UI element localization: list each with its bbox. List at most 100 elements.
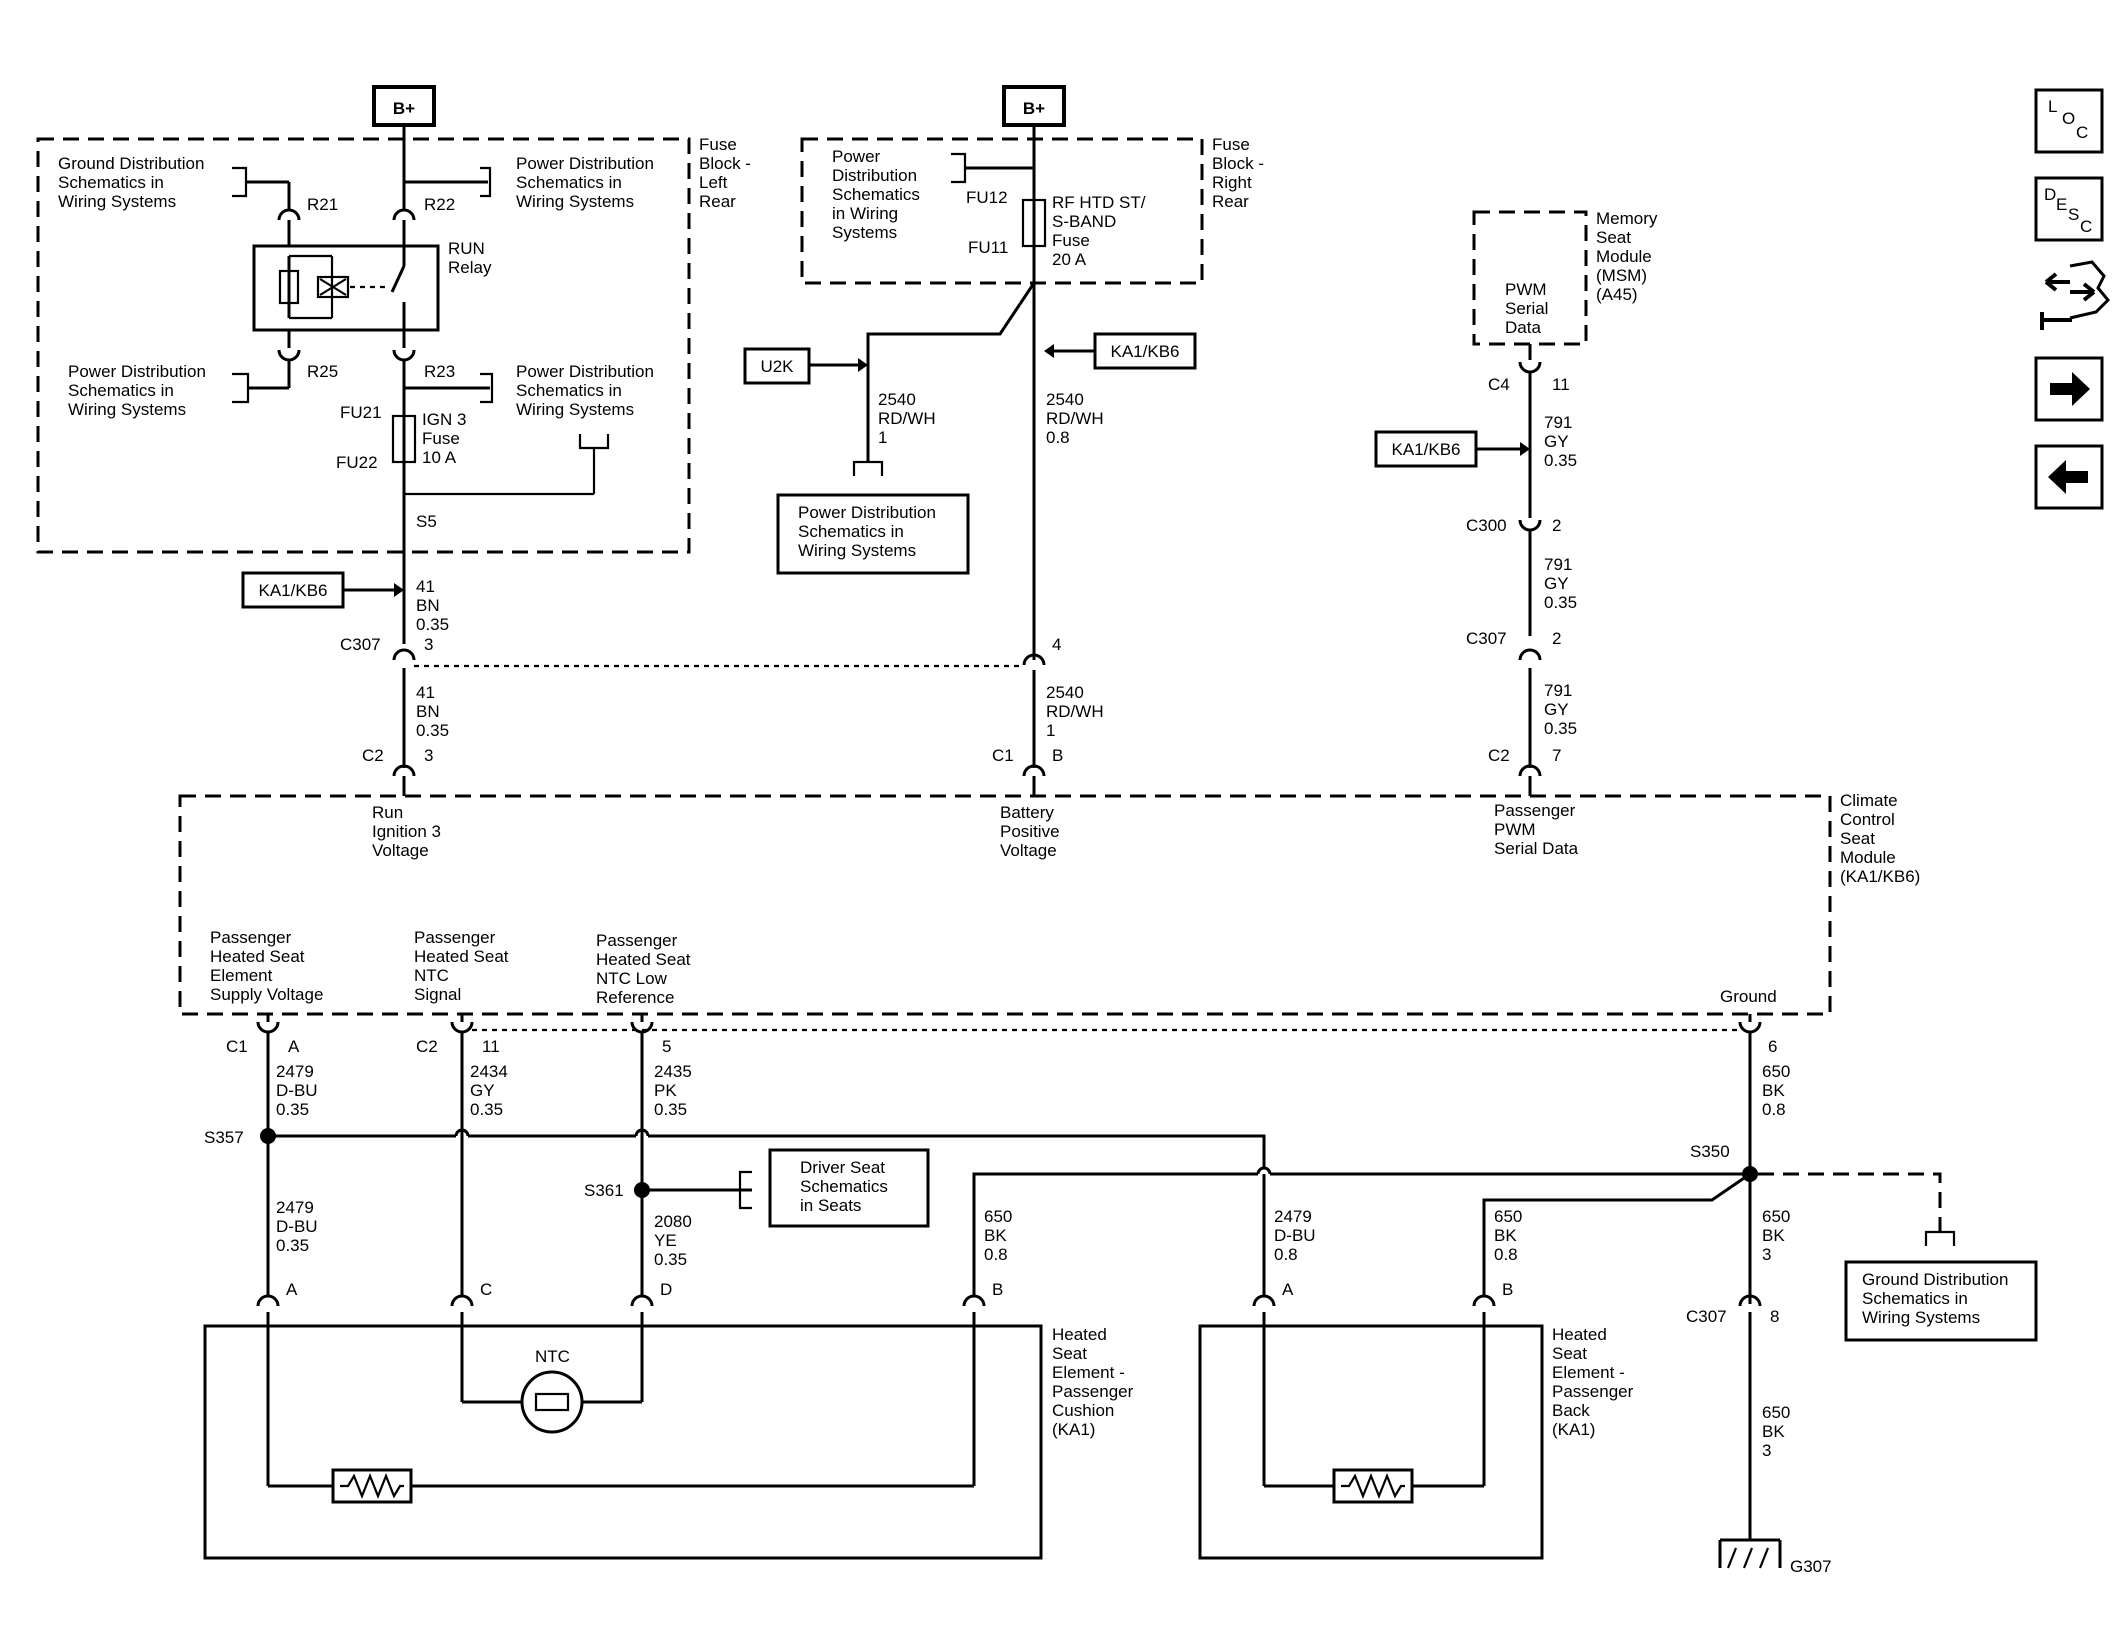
- arrow-right-icon: [2050, 372, 2090, 406]
- nav-next-button[interactable]: [2034, 356, 2104, 422]
- connector-c300: C300: [1466, 516, 1507, 535]
- ground-dist-bottom-box: [1844, 1260, 2038, 1342]
- connector-r23: R23: [424, 362, 455, 381]
- msm-pin-label: PWM Serial Data: [1505, 280, 1553, 337]
- battery-positive-right: B+: [1023, 99, 1045, 118]
- nav-desc-button[interactable]: D E S C: [2034, 176, 2104, 242]
- connector-c307-right: C307: [1466, 629, 1507, 648]
- svg-text:4: 4: [1052, 635, 1061, 654]
- wire-2540-main: 2540 RD/WH 0.8: [1046, 390, 1108, 447]
- nav-loc-button[interactable]: L O C: [2034, 88, 2104, 154]
- ign3-fuse-label: IGN 3 Fuse 10 A: [422, 410, 471, 467]
- wire-650-back: 650 BK 0.8: [1494, 1207, 1527, 1264]
- wire-650-upper: 650 BK 0.8: [1762, 1062, 1795, 1119]
- connector-c1-bottom: C1: [226, 1037, 248, 1056]
- power-dist-right-label: Power Distribution Schematics in Wiring …: [516, 362, 659, 419]
- wire-650-ground: 650 BK 3: [1762, 1207, 1795, 1264]
- svg-text:B: B: [1052, 746, 1063, 765]
- pin-ntc-low-ref: Passenger Heated Seat NTC Low Reference: [596, 931, 695, 1007]
- svg-text:O: O: [2062, 109, 2075, 128]
- power-dist-fuse-right-label: Power Distribution Schematics in Wiring …: [832, 147, 925, 242]
- memory-seat-module: Memory Seat Module (MSM) (A45) PWM Seria…: [1472, 209, 1662, 346]
- connector-r22: R22: [424, 195, 455, 214]
- climate-control-seat-module: Climate Control Seat Module (KA1/KB6) Ru…: [178, 791, 1920, 1016]
- connector-r21-mark: [277, 208, 301, 221]
- connector-r22-mark: [392, 208, 416, 221]
- heated-seat-element-back: Heated Seat Element - Passenger Back (KA…: [1198, 1312, 1638, 1560]
- svg-text:7: 7: [1552, 746, 1561, 765]
- pin-passenger-pwm: Passenger PWM Serial Data: [1494, 801, 1580, 858]
- driver-seat-label: Driver Seat Schematics in Seats: [800, 1158, 893, 1215]
- svg-text:E: E: [2056, 195, 2067, 214]
- fuse-fu21: FU21: [340, 403, 382, 422]
- svg-text:KA1/KB6: KA1/KB6: [1392, 440, 1461, 459]
- svg-text:A: A: [1282, 1280, 1294, 1299]
- connector-c307-top: C307: [340, 635, 381, 654]
- heater-element-back: [1332, 1468, 1414, 1504]
- wire-2540-lower: 2540 RD/WH 1: [1046, 683, 1108, 740]
- connector-c2-top: C2: [362, 746, 384, 765]
- pin-ground: Ground: [1720, 987, 1777, 1006]
- wire-2479-lower: 2479 D-BU 0.35: [276, 1198, 322, 1255]
- ntc-label: NTC: [535, 1347, 570, 1366]
- splice-s361: S361: [584, 1181, 624, 1200]
- svg-text:3: 3: [424, 746, 433, 765]
- pin-ntc-signal: Passenger Heated Seat NTC Signal: [414, 928, 513, 1004]
- ground-dist-bottom-label: Ground Distribution Schematics in Wiring…: [1862, 1270, 2013, 1327]
- splice-s357: S357: [204, 1128, 244, 1147]
- nav-connector-view-icon[interactable]: [2040, 260, 2111, 330]
- wire-791-a: 791 GY 0.35: [1544, 413, 1577, 470]
- connector-c2-right: C2: [1488, 746, 1510, 765]
- svg-text:U2K: U2K: [760, 357, 794, 376]
- power-dist-top-label: Power Distribution Schematics in Wiring …: [516, 154, 659, 211]
- connector-c4: C4: [1488, 375, 1510, 394]
- ccsm-label: Climate Control Seat Module (KA1/KB6): [1840, 791, 1920, 886]
- svg-text:L: L: [2048, 97, 2057, 116]
- msm-label: Memory Seat Module (MSM) (A45): [1596, 209, 1662, 304]
- wire-41-upper: 41 BN 0.35: [416, 577, 449, 634]
- wire-650-bottom: 650 BK 3: [1762, 1403, 1795, 1460]
- splice-s350: S350: [1690, 1142, 1730, 1161]
- back-label: Heated Seat Element - Passenger Back (KA…: [1552, 1325, 1638, 1439]
- svg-text:11: 11: [482, 1037, 500, 1056]
- wire-791-b: 791 GY 0.35: [1544, 555, 1577, 612]
- wire-41-lower: 41 BN 0.35: [416, 683, 449, 740]
- svg-text:KA1/KB6: KA1/KB6: [1111, 342, 1180, 361]
- fuse-block-left-rear: Fuse Block - Left Rear: [36, 135, 756, 554]
- svg-text:B: B: [992, 1280, 1003, 1299]
- svg-text:3: 3: [424, 635, 433, 654]
- ground-dist-top-label: Ground Distribution Schematics in Wiring…: [58, 154, 209, 211]
- rf-htd-st-fuse: FU12 FU11 RF HTD ST/ S-BAND Fuse 20 A: [966, 188, 1150, 660]
- svg-text:C: C: [480, 1280, 492, 1299]
- rf-htd-fuse-label: RF HTD ST/ S-BAND Fuse 20 A: [1052, 193, 1150, 269]
- svg-text:2: 2: [1552, 629, 1561, 648]
- connector-r25: R25: [307, 362, 338, 381]
- svg-text:6: 6: [1768, 1037, 1777, 1056]
- ign3-fuse: FU21 FU22 IGN 3 Fuse 10 A: [336, 403, 471, 472]
- wire-650-cushion: 650 BK 0.8: [984, 1207, 1017, 1264]
- connector-c307-bottom: C307: [1686, 1307, 1727, 1326]
- power-dist-bottom-label: Power Distribution Schematics in Wiring …: [798, 503, 941, 560]
- nav-back-button[interactable]: [2034, 444, 2104, 510]
- driver-seat-box: [768, 1148, 930, 1228]
- pin-run-ignition: Run Ignition 3 Voltage: [372, 803, 446, 860]
- svg-text:KA1/KB6: KA1/KB6: [259, 581, 328, 600]
- svg-text:5: 5: [662, 1037, 671, 1056]
- wire-2479-back: 2479 D-BU 0.8: [1274, 1207, 1320, 1264]
- arrow-left-icon: [2048, 460, 2088, 494]
- run-relay: RUN Relay: [252, 239, 492, 332]
- wire-2434: 2434 GY 0.35: [470, 1062, 513, 1119]
- fuse-block-left-label: Fuse Block - Left Rear: [699, 135, 756, 211]
- fuse-fu11: FU11: [968, 238, 1008, 257]
- svg-text:D: D: [2044, 185, 2056, 204]
- svg-text:8: 8: [1770, 1307, 1779, 1326]
- connector-c1-top: C1: [992, 746, 1014, 765]
- run-relay-label: RUN Relay: [448, 239, 492, 277]
- svg-text:D: D: [660, 1280, 672, 1299]
- svg-text:A: A: [288, 1037, 300, 1056]
- fuse-block-right-label: Fuse Block - Right Rear: [1212, 135, 1269, 211]
- heated-seat-element-cushion: NTC Heated Seat Element - Passenger Cush…: [203, 1312, 1134, 1560]
- power-dist-left-label: Power Distribution Schematics in Wiring …: [68, 362, 211, 419]
- pin-battery-positive: Battery Positive Voltage: [1000, 803, 1064, 860]
